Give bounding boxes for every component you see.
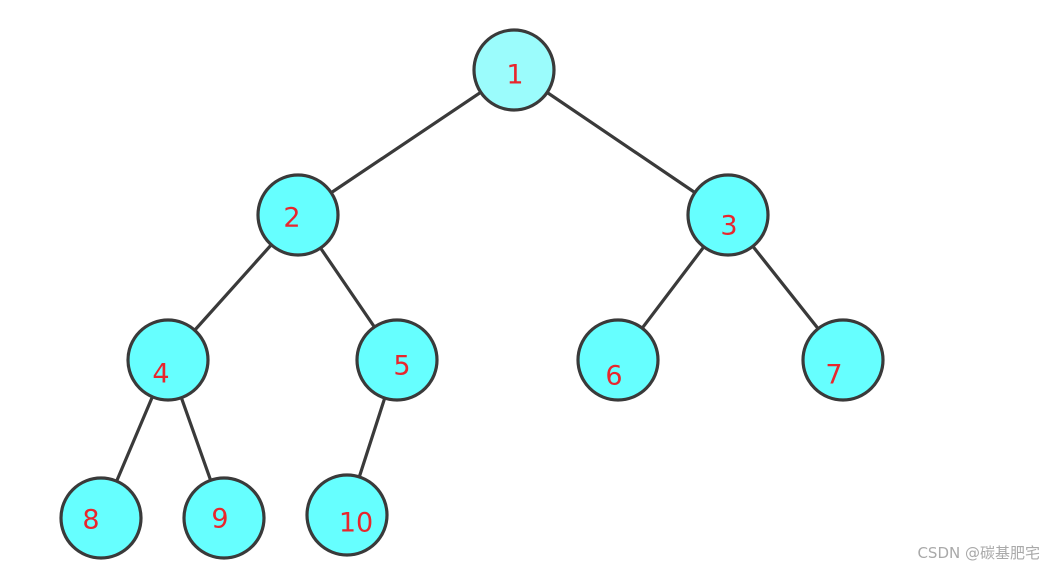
node-circle bbox=[126, 318, 210, 402]
tree-node-10: 10 bbox=[305, 473, 389, 557]
node-label: 4 bbox=[152, 359, 169, 390]
tree-node-9: 9 bbox=[182, 476, 266, 560]
node-label: 10 bbox=[339, 508, 373, 539]
tree-node-7: 7 bbox=[801, 318, 885, 402]
node-circle bbox=[305, 473, 389, 557]
tree-node-3: 3 bbox=[686, 173, 770, 257]
node-label: 8 bbox=[82, 505, 99, 536]
tree-node-6: 6 bbox=[576, 318, 660, 402]
tree-node-2: 2 bbox=[256, 173, 340, 257]
node-circle bbox=[686, 173, 770, 257]
node-circle bbox=[355, 318, 439, 402]
tree-node-8: 8 bbox=[59, 476, 143, 560]
node-circle bbox=[472, 28, 556, 112]
edges-layer bbox=[99, 68, 845, 520]
node-label: 9 bbox=[211, 504, 228, 535]
node-label: 5 bbox=[393, 351, 410, 382]
nodes-layer: 1 2 3 4 5 6 7 8 9 10 bbox=[59, 28, 885, 560]
node-circle bbox=[801, 318, 885, 402]
tree-node-4: 4 bbox=[126, 318, 210, 402]
node-circle bbox=[59, 476, 143, 560]
edge-n1-n3 bbox=[512, 68, 730, 217]
tree-node-5: 5 bbox=[355, 318, 439, 402]
node-label: 6 bbox=[605, 361, 622, 392]
edge-n1-n2 bbox=[296, 68, 516, 217]
node-label: 2 bbox=[283, 203, 300, 234]
node-circle bbox=[576, 318, 660, 402]
tree-node-1: 1 bbox=[472, 28, 556, 112]
node-circle bbox=[182, 476, 266, 560]
csdn-watermark: CSDN @碳基肥宅 bbox=[917, 544, 1040, 562]
node-circle bbox=[256, 173, 340, 257]
node-label: 3 bbox=[720, 211, 737, 242]
node-label: 1 bbox=[506, 60, 523, 91]
node-label: 7 bbox=[825, 360, 842, 391]
